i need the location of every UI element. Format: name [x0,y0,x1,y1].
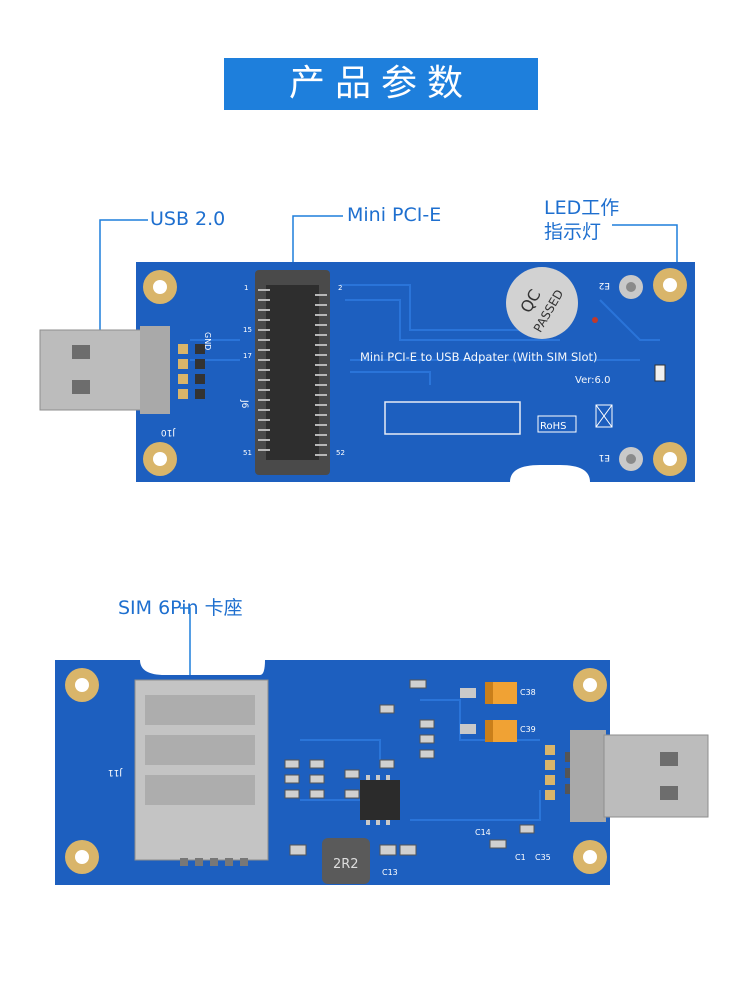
usb-plug-top [39,329,149,411]
c1-label: C1 [515,853,526,862]
mounting-pads-top [143,268,687,476]
rohs-text: RoHS [540,421,566,432]
c39-label: C39 [520,725,536,734]
c38-label: C38 [520,688,536,697]
e2-label: E2 [599,280,610,290]
mounting-pads-bottom [65,668,607,874]
pcie-callout-label: Mini PCI-E [347,204,442,226]
pin1-label: 1 [244,284,248,292]
ic-pins [366,775,390,825]
inductor-label: 2R2 [333,857,359,872]
gnd-label: GND [203,332,212,350]
j6-label: J6 [239,399,249,409]
power-inductor [322,838,370,884]
usb-callout-label: USB 2.0 [150,208,226,230]
led-callout-line2: 指示灯 [544,221,602,243]
e1-label: E1 [599,452,610,462]
regulator-ic [360,780,400,820]
page-title: 产品参数 [224,58,538,110]
board-main-silkscreen: Mini PCI-E to USB Adpater (With SIM Slot… [360,350,597,364]
c35-label: C35 [535,853,551,862]
weee-icon [595,404,613,428]
pin52-label: 52 [336,449,345,457]
pin15-label: 15 [243,326,252,334]
pin51-label: 51 [243,449,252,457]
led-callout-label: LED工作 指示灯 [544,196,619,244]
c13-label: C13 [382,868,398,877]
pin2-label: 2 [338,284,342,292]
smd-components [284,679,535,856]
pin17-label: 17 [243,352,252,360]
pcb-traces-top [190,284,660,385]
sim-socket-pins [180,858,248,866]
j11-label: J11 [108,767,123,777]
standoff-screws [619,275,643,471]
qc-sticker [506,267,578,339]
rohs-box [537,415,577,433]
mini-pcie-pins [258,289,327,456]
led-callout-line1: LED工作 [544,197,620,219]
tantalum-capacitors [460,682,517,742]
j10-label: J10 [161,427,176,437]
board-version-silkscreen: Ver:6.0 [575,375,610,386]
usb-plug-bottom [570,730,606,822]
header-pins-top [178,344,205,399]
c14-label: C14 [475,828,491,837]
led-indicator [654,364,666,382]
sim-outline-top [384,401,521,435]
